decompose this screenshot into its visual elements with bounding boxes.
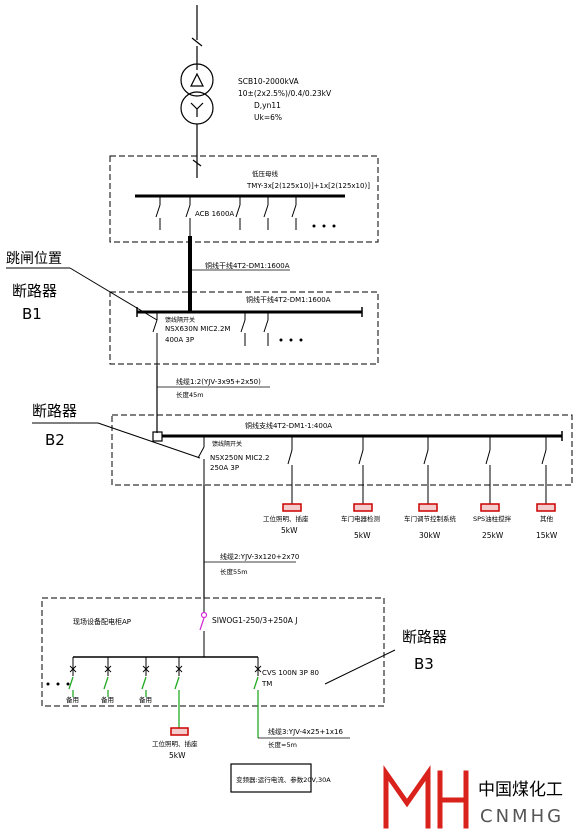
load-5-power: 15kW	[536, 531, 558, 540]
b2-code: B2	[45, 431, 65, 449]
transformer-ratio: 10±(2x2.5%)/0.4/0.23kV	[238, 89, 332, 98]
b2-leader	[97, 422, 201, 459]
panel4-main-switch	[199, 598, 208, 657]
b3-title: 断路器	[402, 628, 447, 646]
feeder-busway-label: 铜线干线4T2-DM1:1600A	[205, 261, 290, 270]
panel1-more-dots	[312, 224, 336, 228]
cable1-length: 长度45m	[176, 390, 204, 399]
panel4-breaker-unit: TM	[261, 680, 272, 688]
b1-title: 断路器	[12, 282, 57, 300]
panel1-breakers	[155, 196, 297, 236]
panel1-bus-spec: TMY-3x[2(125x10)]+1x[2(125x10)]	[246, 182, 370, 190]
panel3-switch-rating: 250A 3P	[210, 464, 239, 472]
transformer-uk: Uk=6%	[254, 113, 282, 122]
panel2-bus-spec: 铜线干线4T2-DM1:1600A	[246, 295, 331, 304]
panel4-switch-label: SIWOG1-250/3+250A J	[212, 616, 298, 625]
panel4-spare-3: 备用	[139, 695, 152, 704]
incoming-line	[191, 5, 203, 70]
cable3-length: 长度=5m	[268, 740, 297, 749]
panel3-switch-model: NSX250N MIC2.2	[210, 454, 269, 462]
transformer-vector-group: D,yn11	[254, 101, 281, 110]
cable2-length: 长度55m	[220, 567, 248, 576]
panel1-box	[109, 155, 379, 243]
load-1-power: 5kW	[281, 526, 298, 535]
panel2-switch-model: NSX630N MIC2.2M	[165, 325, 230, 333]
panel2-more-dots	[279, 338, 303, 342]
load-1-name: 工位照明、插座	[263, 514, 309, 523]
load-4-power: 25kW	[482, 531, 504, 540]
load-4-name: SPS油柱搅拌	[473, 514, 512, 523]
panel4-breaker-label: CVS 100N 3P 80	[262, 669, 319, 677]
b3-code: B3	[414, 655, 434, 673]
panel4-load-name: 工位照明、插座	[152, 739, 198, 748]
panel4-switch-crosses	[69, 665, 262, 673]
watermark-en: CNMHG	[480, 806, 564, 827]
trip-position-label: 跳闸位置	[6, 251, 62, 267]
b1-leader	[69, 267, 158, 321]
panel4-title: 现场设备配电柜AP	[73, 617, 131, 626]
panel4-more-dots	[46, 682, 70, 686]
end-load-label: 变频器:运行电流、参数20V,30A	[236, 775, 331, 784]
load-2-name: 车门电器检测	[341, 514, 381, 523]
watermark-cn: 中国煤化工	[478, 780, 563, 800]
panel2-switch-title: 馈线隔开关	[165, 316, 195, 324]
b1-code: B1	[22, 305, 42, 323]
load-2-power: 5kW	[354, 531, 371, 540]
panel3-load-symbols	[282, 503, 556, 512]
panel3-bus-spec: 铜线支线4T2-DM1-1:400A	[245, 421, 332, 430]
panel1-incoming	[192, 156, 202, 178]
panel4-load-symbol	[170, 727, 189, 736]
panel4-spare-2: 备用	[101, 695, 114, 704]
load-5-name: 其他	[540, 514, 554, 523]
transformer-symbol	[180, 63, 214, 156]
panel3-load-feeders	[287, 436, 547, 504]
panel4-switch-blades	[68, 676, 259, 738]
b2-title: 断路器	[32, 402, 77, 420]
panel1-bus-label: 低压母线	[252, 169, 279, 178]
panel3-junction	[152, 431, 163, 442]
panel4-box	[41, 597, 385, 707]
transformer-model: SCB10-2000kVA	[238, 77, 299, 86]
cnmhg-logo-icon	[383, 765, 469, 829]
panel4-branch-switches	[72, 657, 259, 676]
panel4-spare-1: 备用	[66, 695, 79, 704]
end-load-box	[230, 763, 312, 793]
panel3-main-switch	[197, 436, 205, 485]
b3-leader	[324, 649, 396, 685]
panel3-box	[111, 414, 573, 486]
panel1-acb-label: ACB 1600A	[195, 210, 234, 218]
panel3-switch-title: 馈线隔开关	[212, 440, 242, 448]
cable1-spec: 线缆1:2(YJV-3x95+2x50)	[176, 377, 261, 386]
load-3-power: 30kW	[419, 531, 441, 540]
panel4-load-power: 5kW	[169, 751, 186, 760]
cable2-spec: 线缆2:YJV-3x120+2x70	[220, 552, 299, 561]
panel2-switch-rating: 400A 3P	[165, 336, 194, 344]
panel2-box	[109, 291, 379, 365]
load-3-name: 车门调节控制系统	[404, 514, 457, 523]
cable3-spec: 线缆3:YJV-4x25+1x16	[268, 727, 343, 736]
panel2-breakers	[152, 312, 269, 366]
